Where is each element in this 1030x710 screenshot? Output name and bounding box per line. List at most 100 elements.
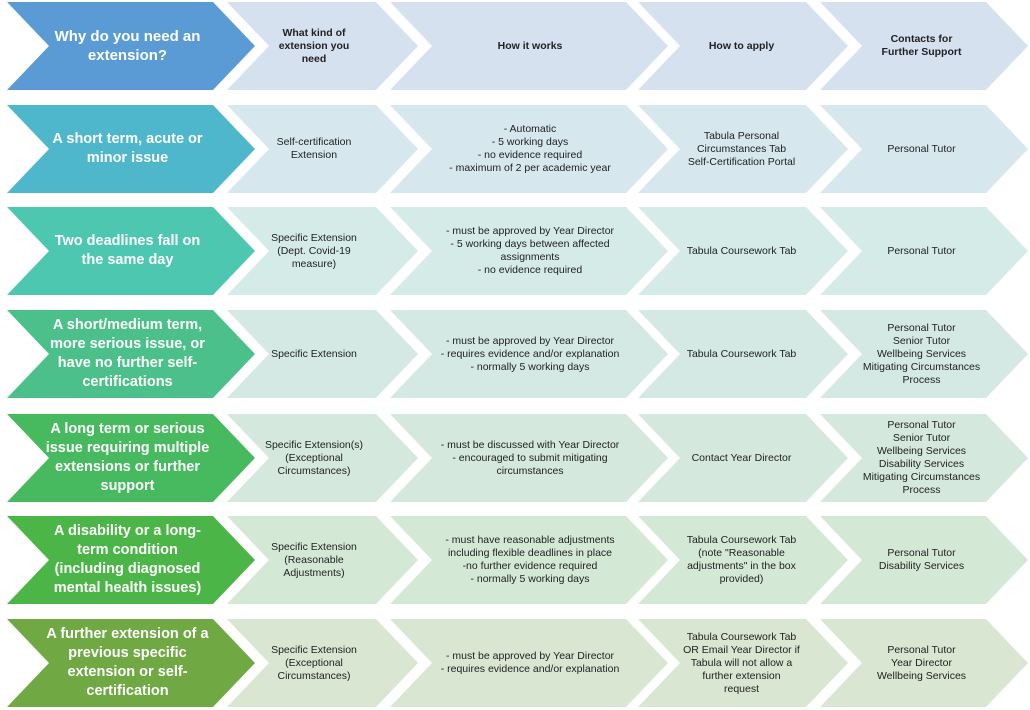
chevron-contacts: Personal Tutor Senior Tutor Wellbeing Se… xyxy=(820,414,1028,502)
chevron-how-it-works: - must be approved by Year Director - re… xyxy=(390,619,668,707)
chevron-how-to-apply: Tabula Coursework Tab OR Email Year Dire… xyxy=(638,619,848,707)
chevron-how-it-works: - must be approved by Year Director - re… xyxy=(390,310,668,398)
chevron-shape xyxy=(7,2,255,90)
chevron-extension-type: Specific Extension (Dept. Covid-19 measu… xyxy=(227,207,418,295)
chevron-fill xyxy=(390,105,668,193)
extension-type-text: Specific Extension(s) (Exceptional Circu… xyxy=(264,438,364,477)
chevron-fill xyxy=(638,105,848,193)
extension-type-text: Specific Extension (Exceptional Circumst… xyxy=(271,643,357,682)
chevron-shape xyxy=(227,619,418,707)
chevron-reason: A further extension of a previous specif… xyxy=(7,619,255,707)
chevron-fill xyxy=(227,414,418,502)
contacts-text: Personal Tutor xyxy=(887,244,956,257)
chevron-how-to-apply: Tabula Coursework Tab (note "Reasonable … xyxy=(638,516,848,604)
header-chevron-contacts: Contacts for Further Support xyxy=(820,2,1028,90)
column-header-how-to-apply: How to apply xyxy=(708,39,775,52)
chevron-shape xyxy=(7,414,255,502)
chevron-shape xyxy=(820,207,1028,295)
chevron-shape xyxy=(227,105,418,193)
chevron-how-to-apply: Tabula Coursework Tab xyxy=(638,310,848,398)
chevron-shape xyxy=(390,207,668,295)
chevron-shape xyxy=(390,310,668,398)
header-row: Why do you need an extension?What kind o… xyxy=(0,2,1030,90)
how-it-works-text: - must be discussed with Year Director -… xyxy=(440,438,620,477)
chevron-how-it-works: - Automatic - 5 working days - no eviden… xyxy=(390,105,668,193)
chevron-shape xyxy=(7,105,255,193)
chevron-fill xyxy=(227,207,418,295)
guide-row: A disability or a long- term condition (… xyxy=(0,516,1030,604)
chevron-shape xyxy=(820,2,1028,90)
chevron-fill xyxy=(638,619,848,707)
chevron-shape xyxy=(390,2,668,90)
chevron-fill xyxy=(820,2,1028,90)
chevron-shape xyxy=(227,207,418,295)
reason-text: Two deadlines fall on the same day xyxy=(54,233,201,268)
chevron-shape xyxy=(227,516,418,604)
chevron-shape xyxy=(390,516,668,604)
chevron-shape xyxy=(390,414,668,502)
column-header-reason: Why do you need an extension? xyxy=(54,28,201,64)
chevron-extension-type: Specific Extension xyxy=(227,310,418,398)
column-header-how-it-works: How it works xyxy=(497,39,563,52)
chevron-fill xyxy=(7,516,255,604)
chevron-shape xyxy=(820,310,1028,398)
chevron-extension-type: Specific Extension (Exceptional Circumst… xyxy=(227,619,418,707)
chevron-shape xyxy=(390,105,668,193)
chevron-fill xyxy=(7,619,255,707)
chevron-contacts: Personal Tutor xyxy=(820,105,1028,193)
chevron-shape xyxy=(638,105,848,193)
chevron-shape xyxy=(227,414,418,502)
how-it-works-text: - Automatic - 5 working days - no eviden… xyxy=(449,123,611,174)
chevron-extension-type: Self-certification Extension xyxy=(227,105,418,193)
chevron-fill xyxy=(227,105,418,193)
chevron-fill xyxy=(638,207,848,295)
how-to-apply-text: Tabula Coursework Tab OR Email Year Dire… xyxy=(683,630,800,695)
chevron-shape xyxy=(820,414,1028,502)
chevron-fill xyxy=(820,207,1028,295)
chevron-shape xyxy=(638,310,848,398)
chevron-extension-type: Specific Extension(s) (Exceptional Circu… xyxy=(227,414,418,502)
chevron-fill xyxy=(820,516,1028,604)
chevron-shape xyxy=(7,619,255,707)
column-header-contacts: Contacts for Further Support xyxy=(881,33,962,58)
chevron-how-it-works: - must have reasonable adjustments inclu… xyxy=(390,516,668,604)
chevron-fill xyxy=(227,310,418,398)
reason-text: A short term, acute or minor issue xyxy=(52,131,203,166)
chevron-shape xyxy=(227,2,418,90)
how-it-works-text: - must be approved by Year Director - 5 … xyxy=(445,225,615,276)
chevron-contacts: Personal Tutor Senior Tutor Wellbeing Se… xyxy=(820,310,1028,398)
contacts-text: Personal Tutor Year Director Wellbeing S… xyxy=(876,643,967,682)
how-to-apply-text: Tabula Coursework Tab xyxy=(686,244,797,257)
how-it-works-text: - must be approved by Year Director - re… xyxy=(440,334,620,373)
chevron-fill xyxy=(7,2,255,90)
chevron-fill xyxy=(390,619,668,707)
reason-text: A further extension of a previous specif… xyxy=(46,626,209,699)
chevron-fill xyxy=(638,310,848,398)
chevron-fill xyxy=(638,414,848,502)
chevron-extension-type: Specific Extension (Reasonable Adjustmen… xyxy=(227,516,418,604)
guide-row: A further extension of a previous specif… xyxy=(0,619,1030,707)
how-it-works-text: - must be approved by Year Director - re… xyxy=(440,650,620,675)
chevron-shape xyxy=(7,207,255,295)
chevron-shape xyxy=(227,310,418,398)
chevron-fill xyxy=(227,2,418,90)
chevron-reason: A short term, acute or minor issue xyxy=(7,105,255,193)
chevron-shape xyxy=(820,516,1028,604)
guide-row: Two deadlines fall on the same day Specif… xyxy=(0,207,1030,295)
chevron-how-to-apply: Contact Year Director xyxy=(638,414,848,502)
how-to-apply-text: Tabula Coursework Tab xyxy=(686,347,797,360)
chevron-shape xyxy=(638,516,848,604)
reason-text: A short/medium term, more serious issue,… xyxy=(50,317,205,390)
how-to-apply-text: Tabula Personal Circumstances Tab Self-C… xyxy=(687,129,796,168)
guide-row: A long term or serious issue requiring m… xyxy=(0,414,1030,502)
chevron-reason: A disability or a long- term condition (… xyxy=(7,516,255,604)
header-chevron-reason: Why do you need an extension? xyxy=(7,2,255,90)
extension-type-text: Self-certification Extension xyxy=(276,136,352,161)
chevron-how-to-apply: Tabula Personal Circumstances Tab Self-C… xyxy=(638,105,848,193)
reason-text: A disability or a long- term condition (… xyxy=(53,523,202,596)
chevron-fill xyxy=(390,207,668,295)
chevron-contacts: Personal Tutor xyxy=(820,207,1028,295)
reason-text: A long term or serious issue requiring m… xyxy=(45,421,210,494)
header-chevron-how-it-works: How it works xyxy=(390,2,668,90)
chevron-fill xyxy=(820,105,1028,193)
